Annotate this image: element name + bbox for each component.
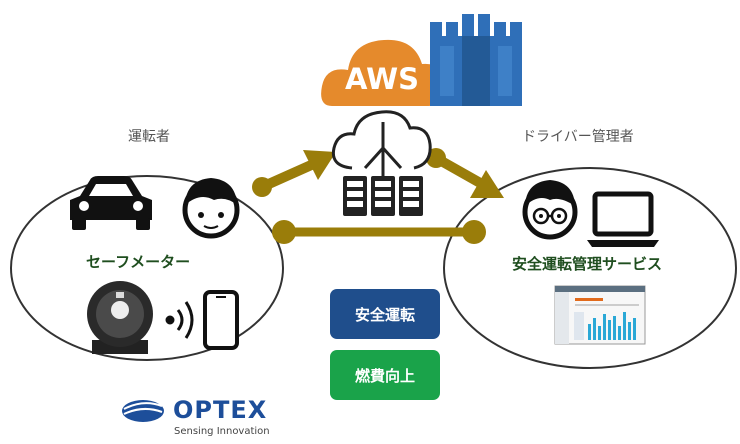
manager-title: ドライバー管理者 [522,129,634,145]
laptop-icon [587,191,659,247]
smartphone-icon [203,290,239,350]
safe-driving-service-label: 安全運転管理サービス [512,255,663,273]
wireless-signal-icon [165,301,194,339]
connector-arrows [252,148,504,244]
dashboard-screenshot-icon [554,285,646,345]
optex-brand-name: OPTEX [173,396,268,424]
optex-logo [122,400,164,422]
driver-title: 運転者 [128,129,170,145]
manager-ellipse [443,167,737,369]
aws-castle-icon [430,14,522,106]
fuel-efficiency-badge: 燃費向上 [330,350,440,400]
safe-driving-badge: 安全運転 [330,289,440,339]
car-icon [70,176,152,230]
driver-person-icon [182,178,240,239]
cloud-server-icon [331,110,432,216]
aws-cloud-icon [321,39,447,106]
manager-person-icon [522,180,578,240]
optex-tagline: Sensing Innovation [174,426,270,437]
safe-meter-label: セーフメーター [86,253,191,271]
safe-meter-device-icon [87,281,153,354]
driver-ellipse [10,175,284,361]
aws-text: AWS [345,62,420,96]
